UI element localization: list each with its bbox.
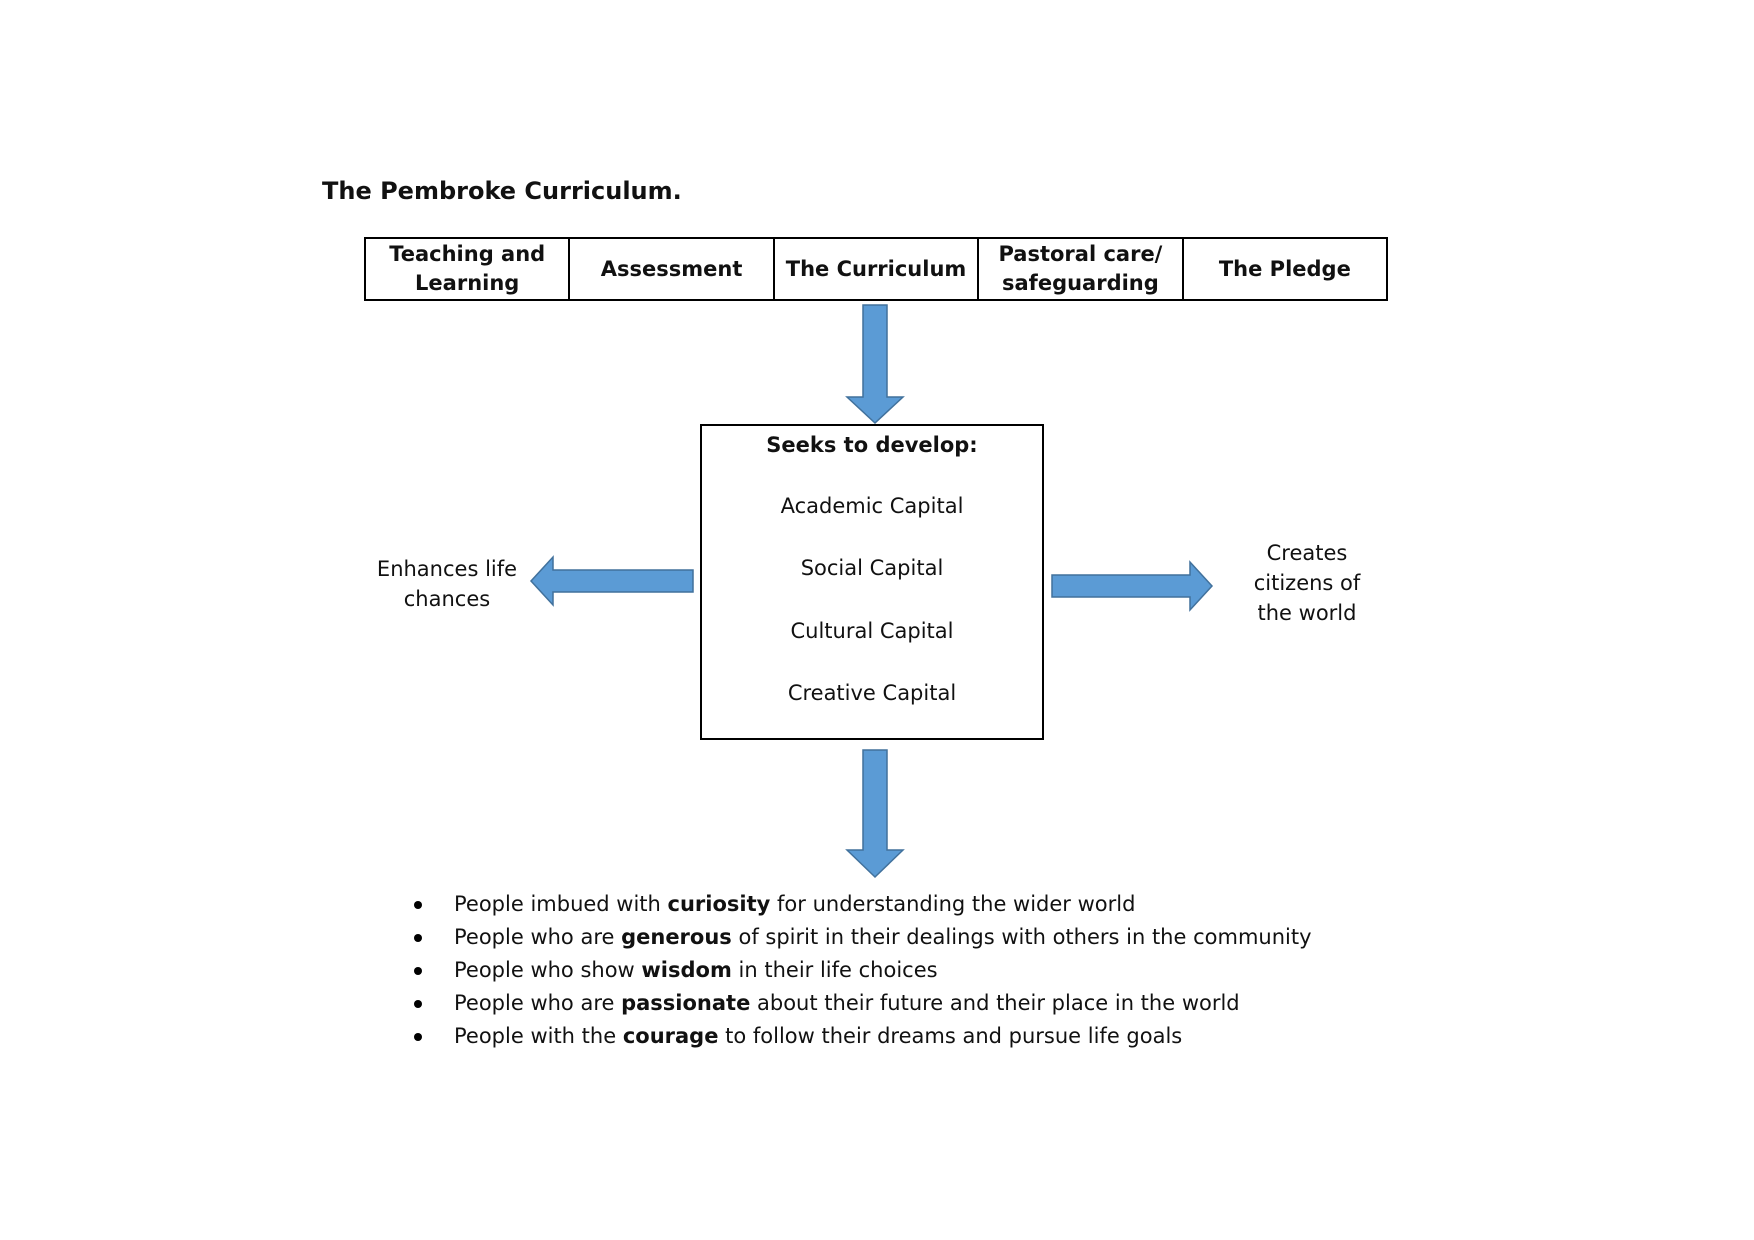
bullet-icon <box>414 967 422 975</box>
top-box-line: Pastoral care/ <box>998 242 1163 266</box>
left-outcome-text: Enhances life chances <box>372 554 522 614</box>
right-outcome-text: Creates citizens of the world <box>1232 538 1382 628</box>
bullet-text-pre: People with the <box>454 1024 623 1048</box>
arrow-right-icon <box>1051 560 1214 612</box>
qualities-list: People imbued with curiosity for underst… <box>414 888 1312 1053</box>
bullet-icon <box>414 1033 422 1041</box>
top-box-the-curriculum: The Curriculum <box>775 239 980 299</box>
bullet-text-pre: People who show <box>454 958 642 982</box>
bullet-text-pre: People who are <box>454 925 622 949</box>
diagram-title: The Pembroke Curriculum. <box>322 177 682 205</box>
bullet-text-post: for understanding the wider world <box>770 892 1136 916</box>
bullet-text-post: to follow their dreams and pursue life g… <box>718 1024 1183 1048</box>
bullet-text-pre: People imbued with <box>454 892 668 916</box>
bullet-text-bold: generous <box>621 925 732 949</box>
right-outcome-line: citizens of <box>1253 571 1361 595</box>
seeks-to-develop-box: Seeks to develop: Academic Capital Socia… <box>700 424 1044 740</box>
bullet-text-post: in their life choices <box>731 958 938 982</box>
list-item: People who are generous of spirit in the… <box>414 921 1312 954</box>
top-box-the-pledge: The Pledge <box>1184 239 1386 299</box>
top-box-line: Learning <box>415 271 520 295</box>
top-box-line: Teaching and <box>389 242 546 266</box>
capital-item: Social Capital <box>800 556 944 580</box>
top-box-assessment: Assessment <box>570 239 775 299</box>
top-box-line: The Pledge <box>1218 256 1351 281</box>
list-item: People imbued with curiosity for underst… <box>414 888 1312 921</box>
arrow-left-icon <box>529 555 694 607</box>
left-outcome-line: Enhances life <box>376 557 518 581</box>
top-box-line: Assessment <box>600 256 743 281</box>
right-outcome-line: the world <box>1257 601 1357 625</box>
bullet-icon <box>414 901 422 909</box>
list-item: People who are passionate about their fu… <box>414 987 1312 1020</box>
top-box-line: safeguarding <box>1002 271 1159 295</box>
bullet-icon <box>414 934 422 942</box>
capital-item: Academic Capital <box>780 494 964 518</box>
left-outcome-line: chances <box>403 587 491 611</box>
bullet-text-post: of spirit in their dealings with others … <box>731 925 1312 949</box>
right-outcome-line: Creates <box>1266 541 1348 565</box>
bullet-text-bold: passionate <box>621 991 751 1015</box>
bullet-text-bold: curiosity <box>667 892 771 916</box>
capital-item: Cultural Capital <box>790 619 954 643</box>
bullet-text-pre: People who are <box>454 991 622 1015</box>
bullet-text-bold: courage <box>622 1024 719 1048</box>
bullet-text-post: about their future and their place in th… <box>750 991 1240 1015</box>
arrow-down-bottom-icon <box>845 749 905 879</box>
list-item: People with the courage to follow their … <box>414 1020 1312 1053</box>
top-box-pastoral-care: Pastoral care/ safeguarding <box>979 239 1184 299</box>
capital-item: Creative Capital <box>787 681 957 705</box>
center-heading: Seeks to develop: <box>766 433 978 457</box>
bullet-text-bold: wisdom <box>641 958 732 982</box>
top-boxes-row: Teaching and Learning Assessment The Cur… <box>364 237 1388 301</box>
top-box-line: The Curriculum <box>785 256 967 281</box>
arrow-down-top-icon <box>845 304 905 425</box>
top-box-teaching-learning: Teaching and Learning <box>366 239 571 299</box>
bullet-icon <box>414 1000 422 1008</box>
list-item: People who show wisdom in their life cho… <box>414 954 1312 987</box>
